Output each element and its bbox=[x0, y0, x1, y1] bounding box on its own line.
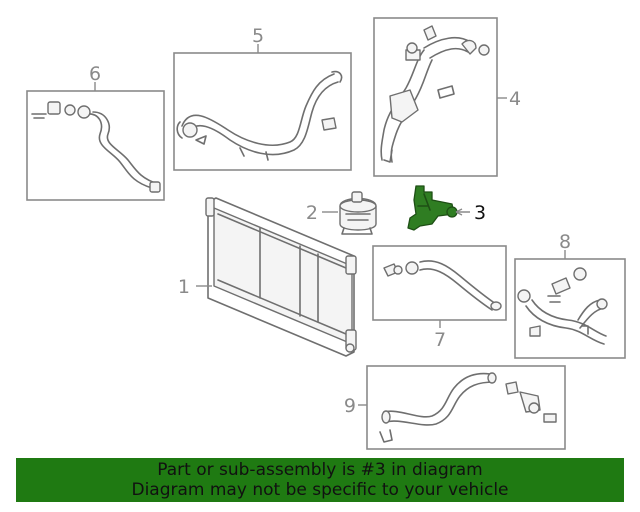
hose-6-drawing bbox=[31, 101, 161, 193]
callout-label-7: 7 bbox=[434, 329, 446, 351]
callout-9: 9 bbox=[344, 395, 367, 417]
part-highlighted-3[interactable] bbox=[407, 185, 458, 231]
callout-label-9: 9 bbox=[344, 395, 356, 417]
callout-6: 6 bbox=[89, 63, 101, 91]
callout-label-8: 8 bbox=[559, 231, 571, 253]
hose-4-drawing bbox=[380, 25, 490, 163]
part-box-4[interactable] bbox=[373, 17, 498, 177]
part-box-9[interactable] bbox=[366, 365, 566, 450]
callout-2: 2 bbox=[306, 202, 338, 224]
part-pump-2[interactable] bbox=[339, 191, 377, 235]
part-box-6[interactable] bbox=[26, 90, 165, 201]
callout-label-5: 5 bbox=[252, 25, 264, 47]
callout-label-1: 1 bbox=[178, 276, 190, 298]
callout-8: 8 bbox=[559, 231, 571, 259]
callout-label-6: 6 bbox=[89, 63, 101, 85]
part-radiator-1[interactable] bbox=[205, 197, 357, 357]
callout-5: 5 bbox=[252, 25, 264, 53]
callout-4: 4 bbox=[497, 88, 521, 110]
callout-label-4: 4 bbox=[509, 88, 521, 110]
banner-line-disclaimer: Diagram may not be specific to your vehi… bbox=[131, 480, 509, 500]
callout-7: 7 bbox=[434, 320, 446, 351]
hose-8-drawing bbox=[517, 267, 608, 345]
part-box-7[interactable] bbox=[372, 245, 507, 321]
hose-7-drawing bbox=[383, 260, 502, 311]
callout-label-3: 3 bbox=[474, 202, 486, 224]
callout-1: 1 bbox=[178, 276, 212, 298]
diagram-notice-banner: Part or sub-assembly is #3 in diagram Di… bbox=[16, 458, 624, 502]
banner-line-part-number: Part or sub-assembly is #3 in diagram bbox=[157, 460, 483, 480]
hose-9-drawing bbox=[379, 372, 557, 443]
part-box-5[interactable] bbox=[173, 52, 352, 171]
hose-5-drawing bbox=[176, 70, 343, 161]
part-box-8[interactable] bbox=[514, 258, 626, 359]
callout-3: 3 bbox=[455, 202, 486, 224]
callout-label-2: 2 bbox=[306, 202, 318, 224]
